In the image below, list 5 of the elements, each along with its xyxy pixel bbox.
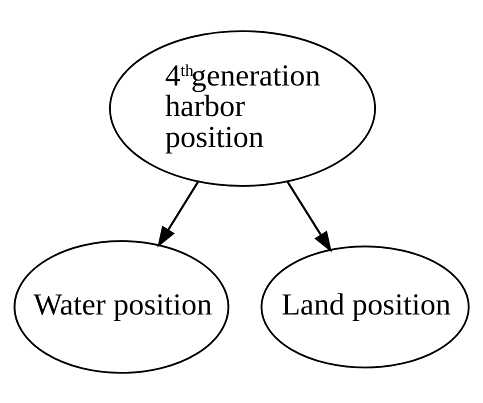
arrow (286, 180, 332, 252)
arrow (157, 180, 200, 247)
node-ellipse: Water position (14, 240, 230, 374)
node-ellipse: Land position (260, 245, 470, 368)
node-ellipse: 4$^{th}$generation harbor position (109, 30, 376, 186)
